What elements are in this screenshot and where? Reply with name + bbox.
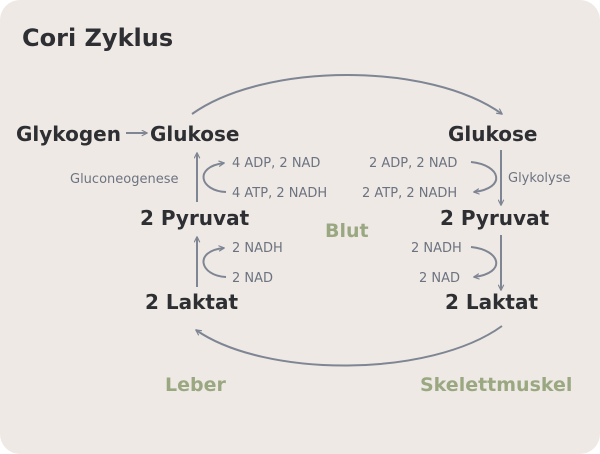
muscle-step1-input: 2 ADP, 2 NAD [369,156,457,171]
liver-nadh-cofactor-arrow [202,245,227,278]
muscle-step2-output: 2 NAD [419,271,460,286]
liver-glucose-label: Glukose [150,122,239,146]
muscle-step1-output: 2 ATP, 2 NADH [362,186,457,201]
muscle-nad-cofactor-arrow [470,246,498,280]
muscle-atp-cofactor-arrow [470,161,498,195]
lactate-transport-arrow [195,325,503,367]
liver-atp-cofactor-arrow [202,160,227,193]
glucose-transport-arrow [191,74,503,115]
muscle-location-label: Skelettmuskel [420,374,572,396]
liver-lactate-label: 2 Laktat [145,290,238,314]
liver-glycogen-label: Glykogen [16,122,121,146]
liver-location-label: Leber [165,374,226,396]
gluconeogenesis-label: Gluconeogenese [70,172,178,187]
blood-label: Blut [325,220,369,242]
liver-step1-output: 4 ATP, 2 NADH [232,186,327,201]
muscle-pyruvate-label: 2 Pyruvat [440,206,550,230]
muscle-step2-input: 2 NADH [411,241,462,256]
liver-pyruvate-label: 2 Pyruvat [140,206,250,230]
liver-step2-output: 2 NAD [232,271,273,286]
liver-step2-input: 2 NADH [232,241,283,256]
muscle-lactate-label: 2 Laktat [445,290,538,314]
glycolysis-label: Glykolyse [508,171,570,186]
liver-step1-input: 4 ADP, 2 NAD [232,156,320,171]
diagram-title: Cori Zyklus [22,24,173,52]
muscle-glucose-label: Glukose [448,122,537,146]
